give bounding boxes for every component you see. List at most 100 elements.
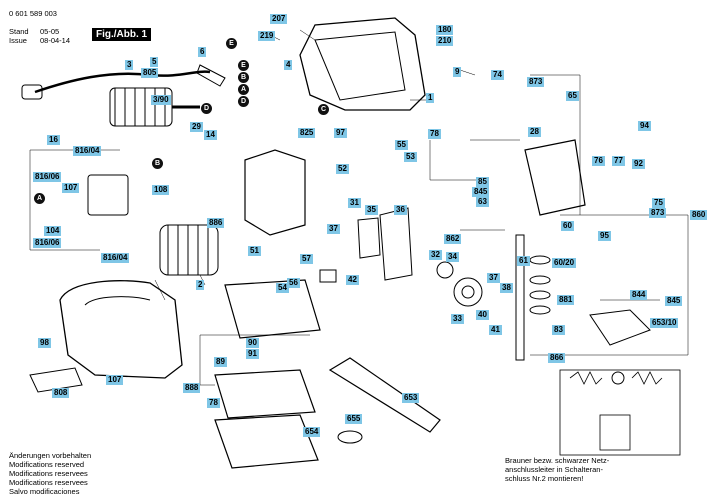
part-label: 180	[436, 25, 454, 35]
issue-label: Issue	[9, 36, 27, 45]
field-coil	[159, 224, 219, 276]
part-label: 816/06	[33, 172, 62, 182]
part-label: 32	[429, 250, 442, 260]
figure-label: Fig./Abb. 1	[92, 28, 152, 41]
part-label: 805	[141, 68, 159, 78]
part-label: 65	[566, 91, 579, 101]
part-label: 108	[152, 185, 170, 195]
part-label: 52	[336, 164, 349, 174]
part-label: 61	[517, 256, 530, 266]
stand-value: 05-05	[40, 27, 60, 36]
gear-housing	[244, 149, 306, 236]
part-label: 816/04	[101, 253, 130, 263]
part-label: 816/06	[33, 238, 62, 248]
part-label: 38	[500, 283, 513, 293]
parallel-guide	[328, 357, 441, 433]
part-label: 57	[300, 254, 313, 264]
part-label: 97	[334, 128, 347, 138]
modification-note-fr: Modifications reservees	[9, 469, 88, 478]
part-label: 90	[246, 338, 259, 348]
part-label: 3	[125, 60, 134, 70]
part-label: 78	[207, 398, 220, 408]
part-label: 74	[491, 70, 504, 80]
gear-wheel	[453, 277, 483, 307]
connector-marker-c: C	[318, 104, 329, 115]
part-label: 98	[38, 338, 51, 348]
part-label: 655	[345, 414, 363, 424]
part-label: 37	[327, 224, 340, 234]
part-label: 808	[52, 388, 70, 398]
part-label: 107	[106, 375, 124, 385]
part-label: 2	[196, 280, 205, 290]
blade-holder	[524, 139, 586, 216]
shoe-plate	[214, 369, 316, 419]
modification-note-de: Änderungen vorbehalten	[9, 451, 92, 460]
main-housing	[59, 280, 183, 379]
armature	[109, 87, 200, 127]
wiring-schematic	[559, 369, 681, 456]
part-label: 76	[592, 156, 605, 166]
part-label: 77	[612, 156, 625, 166]
part-label: 35	[365, 205, 378, 215]
seal-ring	[436, 261, 454, 279]
wiring-note-line: schluss Nr.2 montieren!	[505, 474, 584, 483]
connector-marker-a: A	[238, 84, 249, 95]
modification-note-en: Modifications reserved	[9, 460, 85, 469]
modification-note-it: Modifications reservees	[9, 478, 88, 487]
cord-plug	[21, 84, 43, 100]
connector-marker-d: D	[201, 103, 212, 114]
part-label: 37	[487, 273, 500, 283]
guide-plate	[214, 414, 319, 469]
part-label: 104	[44, 226, 62, 236]
motor-housing	[299, 17, 426, 111]
issue-value: 08-04-14	[40, 36, 71, 45]
part-label: 53	[404, 152, 417, 162]
modification-note-es: Salvo modificaciones	[9, 487, 80, 496]
connector-marker-e: E	[238, 60, 249, 71]
part-label: 83	[552, 325, 565, 335]
part-label: 33	[451, 314, 464, 324]
part-label: 91	[246, 349, 259, 359]
part-label: 31	[348, 198, 361, 208]
part-label: 78	[428, 129, 441, 139]
connector-marker-e: E	[226, 38, 237, 49]
connector-marker-d: D	[238, 96, 249, 107]
part-label: 4	[284, 60, 293, 70]
part-label: 219	[258, 31, 276, 41]
part-label: 653/10	[650, 318, 679, 328]
strain-relief	[196, 64, 226, 87]
stand-label: Stand	[9, 27, 29, 36]
part-label: 881	[557, 295, 575, 305]
part-label: 51	[248, 246, 261, 256]
part-label: 55	[395, 140, 408, 150]
part-label: 886	[207, 218, 225, 228]
wiring-note-line: Brauner bezw. schwarzer Netz-	[505, 456, 610, 465]
part-label: 40	[476, 310, 489, 320]
part-label: 42	[346, 275, 359, 285]
part-label: 92	[632, 159, 645, 169]
part-label: 653	[402, 393, 420, 403]
connector-marker-b: B	[238, 72, 249, 83]
part-label: 9	[453, 67, 462, 77]
part-label: 63	[476, 197, 489, 207]
part-label: 28	[528, 127, 541, 137]
part-label: 207	[270, 14, 288, 24]
part-label: 3/90	[151, 95, 171, 105]
part-label: 654	[303, 427, 321, 437]
part-label: 845	[472, 187, 490, 197]
part-label: 210	[436, 36, 454, 46]
part-label: 29	[190, 122, 203, 132]
part-label: 75	[652, 198, 665, 208]
part-label: 816/04	[73, 146, 102, 156]
part-label: 54	[276, 283, 289, 293]
part-label: 95	[598, 231, 611, 241]
part-label: 16	[47, 135, 60, 145]
part-label: 89	[214, 357, 227, 367]
part-label: 56	[287, 278, 300, 288]
part-label: 1	[426, 93, 435, 103]
part-label: 844	[630, 290, 648, 300]
part-label: 34	[446, 252, 459, 262]
base-plate	[224, 279, 321, 339]
part-label: 866	[548, 353, 566, 363]
